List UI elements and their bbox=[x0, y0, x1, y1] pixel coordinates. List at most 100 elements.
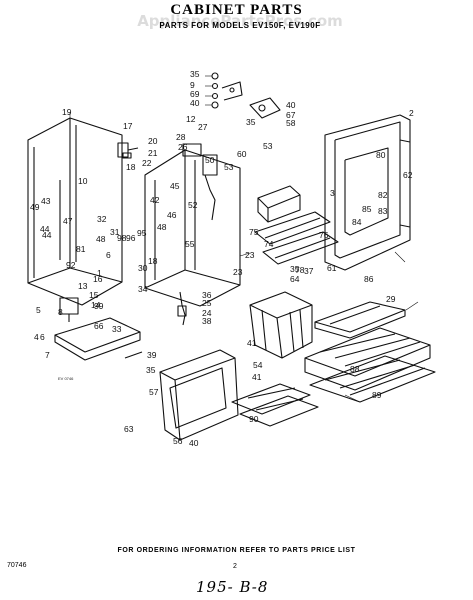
part-number-callout: 40 bbox=[190, 98, 200, 108]
part-number-callout: 45 bbox=[170, 181, 180, 191]
part-number-callout: 15 bbox=[89, 290, 99, 300]
part-number-callout: 40 bbox=[189, 438, 199, 448]
part-number-callout: 53 bbox=[263, 141, 273, 151]
part-number-callout: 25 bbox=[202, 298, 212, 308]
part-number-callout: 78 bbox=[295, 265, 305, 275]
part-number-callout: 22 bbox=[142, 158, 152, 168]
part-number-callout: 67 bbox=[286, 110, 296, 120]
part-number-callout: 69 bbox=[190, 89, 200, 99]
part-number-callout: 35 bbox=[190, 69, 200, 79]
part-number-callout: 17 bbox=[123, 121, 133, 131]
part-number-callout: 75 bbox=[249, 227, 259, 237]
part-number-callout: 35 bbox=[290, 264, 300, 274]
part-number-callout: 47 bbox=[63, 216, 73, 226]
part-number-callout: 44 bbox=[42, 230, 52, 240]
part-number-callout: 39 bbox=[147, 350, 157, 360]
drain-pan bbox=[54, 317, 141, 361]
part-number-callout: 82 bbox=[378, 190, 388, 200]
part-number-callout: 28 bbox=[176, 132, 186, 142]
part-number-callout: 89 bbox=[372, 390, 382, 400]
leader-lines bbox=[69, 75, 419, 403]
bottom-door-bin bbox=[159, 349, 239, 441]
door-panel bbox=[324, 114, 411, 271]
part-number-callout: 49 bbox=[30, 202, 40, 212]
part-number-callout: 16 bbox=[93, 274, 103, 284]
part-number-callout: 66 bbox=[94, 321, 104, 331]
part-number-callout: 48 bbox=[96, 234, 106, 244]
part-number-callout: 84 bbox=[352, 217, 362, 227]
door-basket-small bbox=[257, 185, 301, 223]
part-number-callout: 36 bbox=[202, 290, 212, 300]
top-hinge bbox=[221, 81, 281, 119]
part-number-callout: 88 bbox=[350, 364, 360, 374]
part-number-callout: 14 bbox=[91, 300, 101, 310]
strip-part bbox=[124, 351, 143, 359]
page-number: 2 bbox=[233, 563, 237, 570]
large-wire-shelf-lower bbox=[309, 355, 436, 403]
part-number-callout: 64 bbox=[290, 274, 300, 284]
part-number-callout: 92 bbox=[66, 260, 76, 270]
part-number-callout: 38 bbox=[202, 316, 212, 326]
part-number-callout: 12 bbox=[186, 114, 196, 124]
figure-code: 70746 bbox=[7, 562, 27, 569]
ordering-note: FOR ORDERING INFORMATION REFER TO PARTS … bbox=[117, 547, 356, 554]
part-number-callout: 31 bbox=[110, 227, 120, 237]
part-number-callout: 90 bbox=[249, 414, 259, 424]
large-wire-shelf-upper bbox=[304, 327, 431, 391]
part-number-callout: 50 bbox=[205, 155, 215, 165]
part-number-callout: 9 bbox=[190, 80, 195, 90]
part-number-callout: 35 bbox=[146, 365, 156, 375]
part-number-callout: 4 bbox=[34, 332, 39, 342]
compressor-part bbox=[59, 297, 79, 322]
part-number-callout: 56 bbox=[173, 436, 183, 446]
part-number-callout: 10 bbox=[78, 176, 88, 186]
part-number-callout: 13 bbox=[78, 281, 88, 291]
part-number-callout: 21 bbox=[148, 148, 158, 158]
part-number-callout: 3 bbox=[330, 188, 335, 198]
part-number-callout: 24 bbox=[202, 308, 212, 318]
part-number-callout: 2 bbox=[409, 108, 414, 118]
drain-tube bbox=[177, 291, 187, 326]
part-number-callout: 61 bbox=[327, 263, 337, 273]
part-number-callout: 33 bbox=[112, 324, 122, 334]
inner-liner bbox=[144, 143, 241, 307]
part-number-callout: 27 bbox=[198, 122, 208, 132]
part-number-callout: 5 bbox=[36, 305, 41, 315]
watermark: AppliancePartsPros.com bbox=[137, 12, 343, 30]
part-number-callout: 55 bbox=[185, 239, 195, 249]
part-number-callout: 83 bbox=[378, 206, 388, 216]
part-number-callout: 18 bbox=[148, 256, 158, 266]
part-number-callout: 6 bbox=[40, 332, 45, 342]
part-number-callout: 99 bbox=[94, 301, 104, 311]
part-number-callout: 41 bbox=[247, 338, 257, 348]
left-cabinet-shell bbox=[27, 117, 123, 306]
part-number-callout: 1 bbox=[97, 268, 102, 278]
part-number-callout: 85 bbox=[362, 204, 372, 214]
part-number-callout: 8 bbox=[58, 307, 63, 317]
part-number-callout: 7 bbox=[45, 350, 50, 360]
part-number-callout: 40 bbox=[286, 100, 296, 110]
bottom-wire-rack bbox=[231, 383, 319, 427]
part-number-callout: 46 bbox=[167, 210, 177, 220]
part-number-callout: 86 bbox=[364, 274, 374, 284]
part-number-callout: 95 bbox=[137, 228, 147, 238]
part-number-callout: 37 bbox=[304, 266, 314, 276]
part-number-callout: 42 bbox=[150, 195, 160, 205]
part-number-callout: 23 bbox=[233, 267, 243, 277]
part-number-callout: 62 bbox=[403, 170, 413, 180]
part-number-callout: 80 bbox=[376, 150, 386, 160]
page-title: CABINET PARTS bbox=[170, 2, 303, 18]
part-number-callout: 96 bbox=[126, 233, 136, 243]
part-number-callout: 58 bbox=[286, 118, 296, 128]
figure-code-small: EV 0746 bbox=[58, 376, 74, 381]
part-number-callout: 57 bbox=[149, 387, 159, 397]
part-number-callout: 30 bbox=[138, 263, 148, 273]
subtitle: PARTS FOR MODELS EV150F, EV190F bbox=[159, 21, 321, 30]
part-number-callout: 29 bbox=[386, 294, 396, 304]
part-number-callout: 26 bbox=[178, 142, 188, 152]
part-number-callout: 63 bbox=[124, 424, 134, 434]
hinge-bracket-left bbox=[117, 142, 139, 159]
